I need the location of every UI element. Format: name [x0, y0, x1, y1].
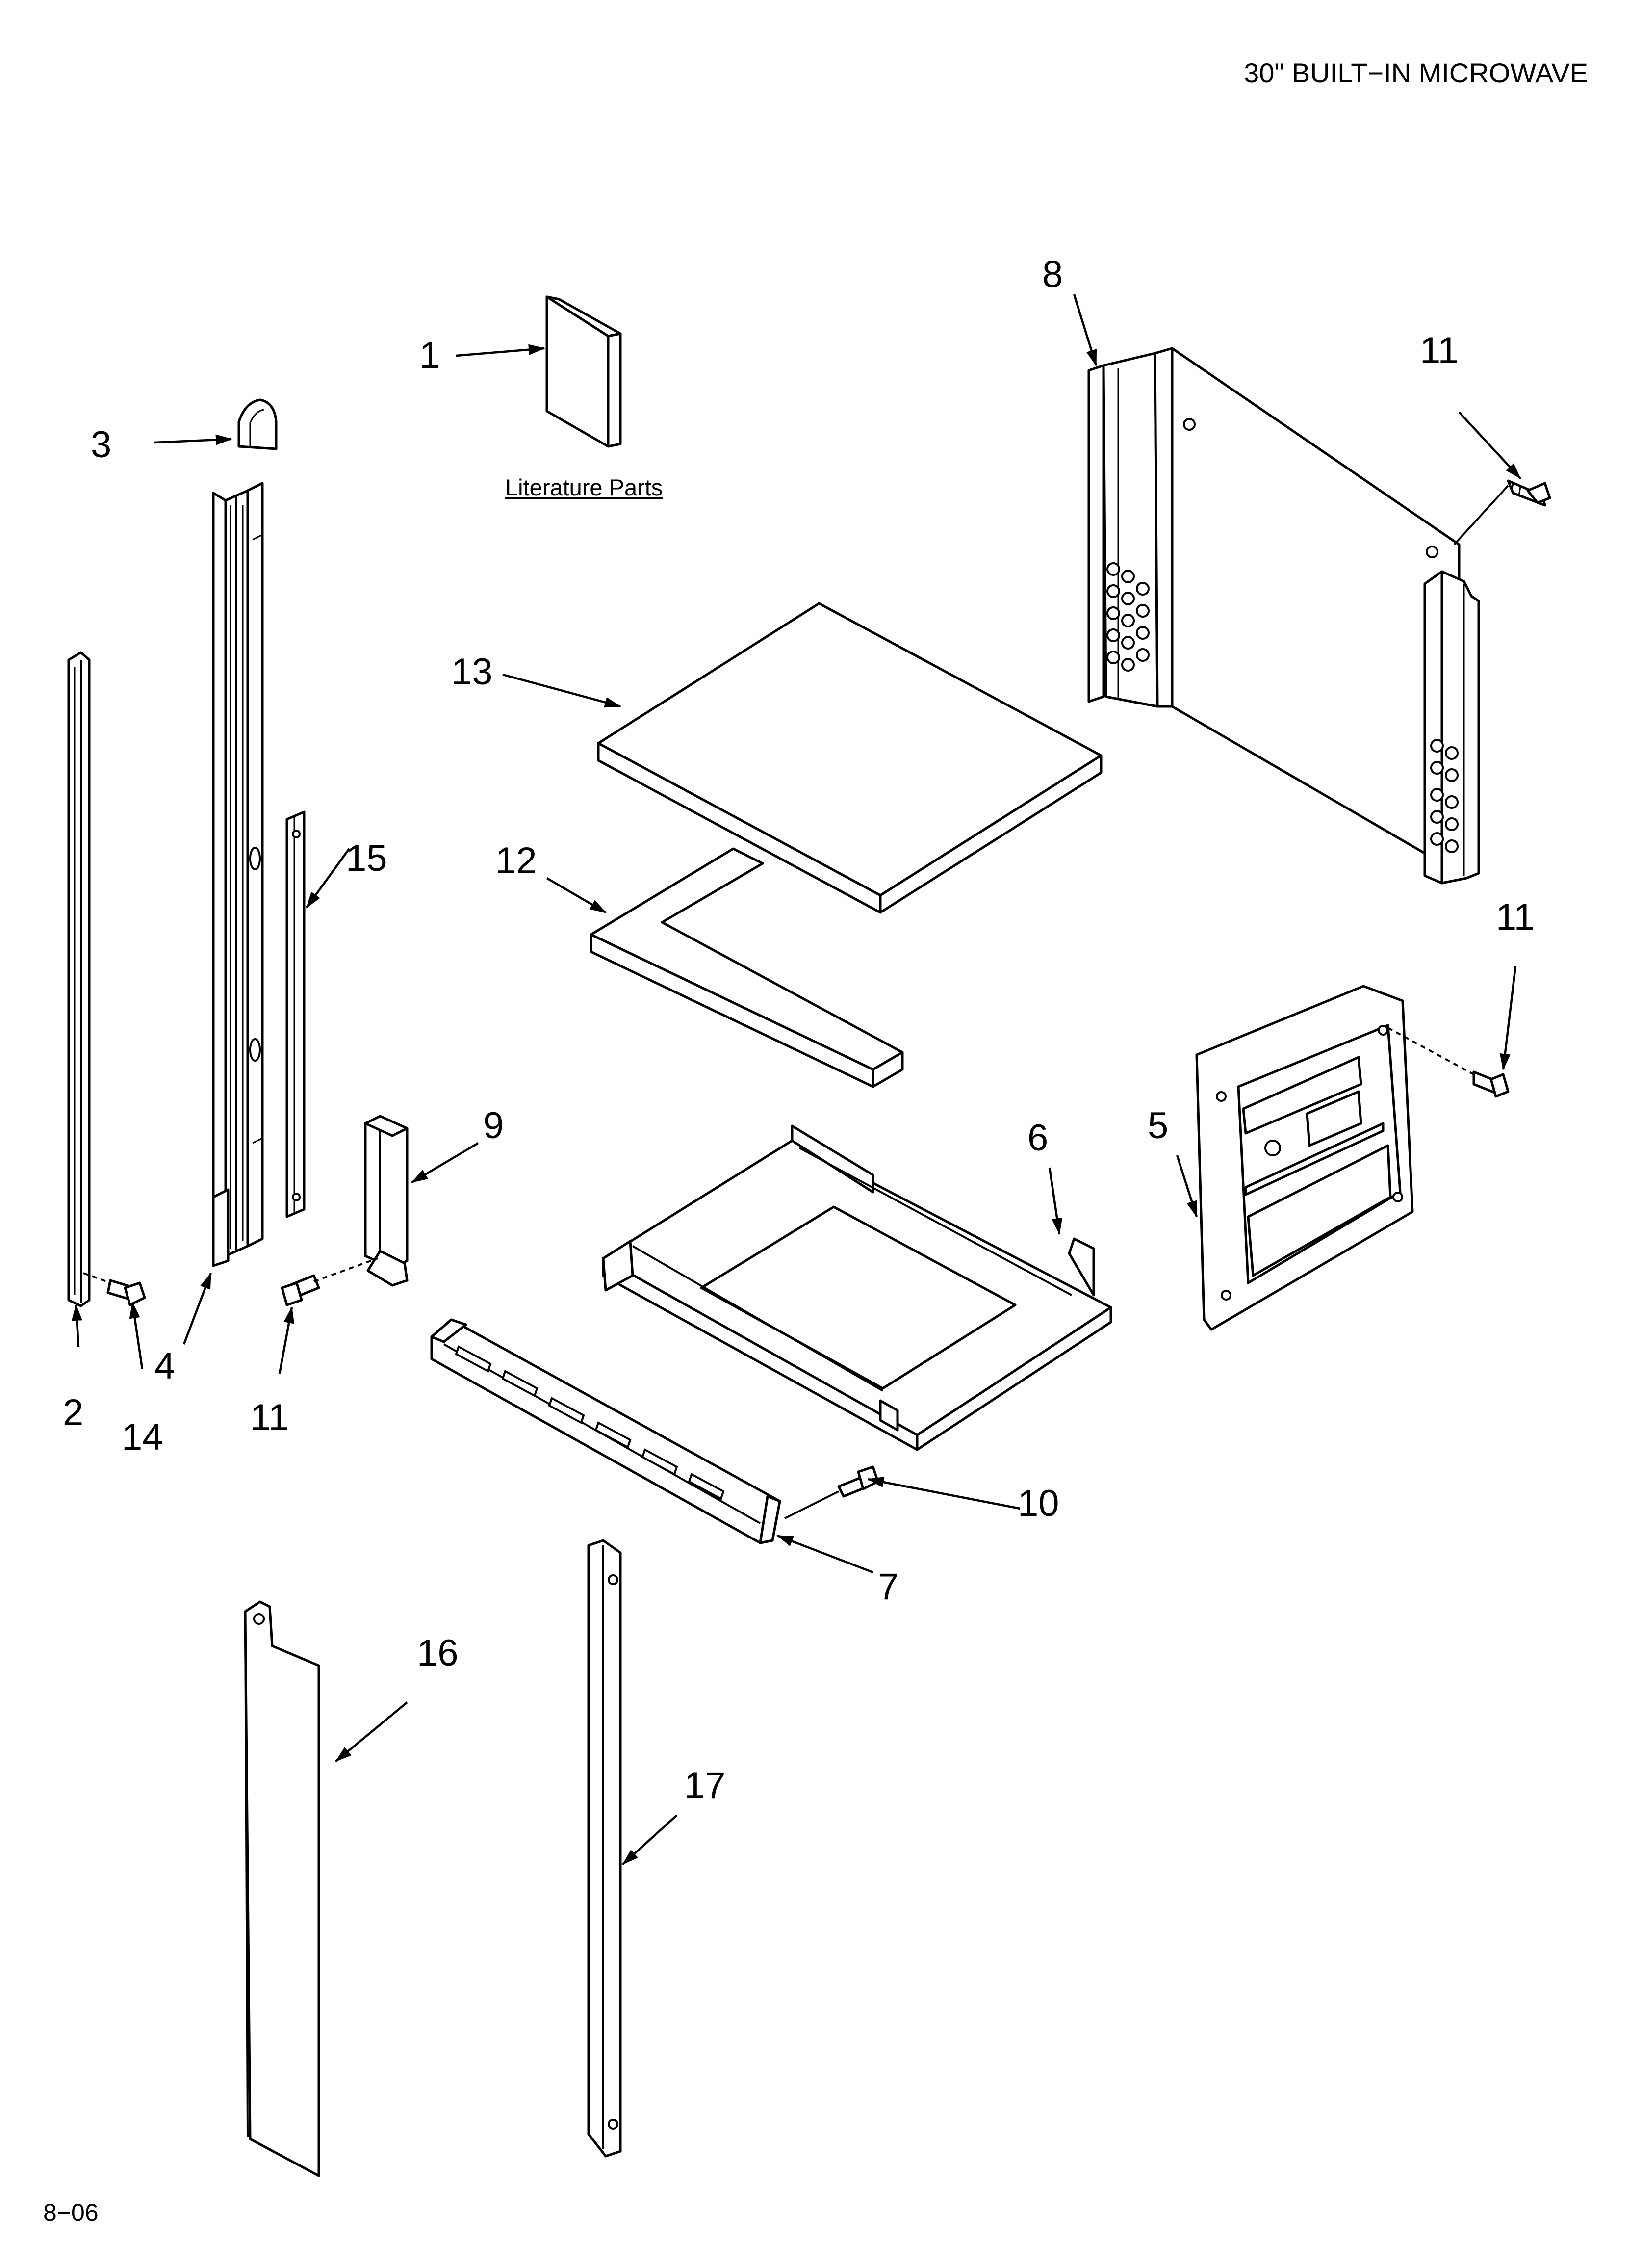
part-17-long-strip [587, 1539, 622, 2158]
part-3-end-cap [237, 398, 278, 450]
part-1-literature-booklet [545, 295, 622, 448]
callout-3: 3 [91, 424, 111, 466]
callout-2: 2 [63, 1392, 83, 1434]
callout-17: 17 [684, 1765, 726, 1806]
callout-15: 15 [346, 837, 387, 879]
part-13-top-panel [597, 602, 1103, 914]
callout-labels: 1 3 2 4 14 11 15 9 13 12 6 8 11 11 5 10 … [63, 254, 1535, 1806]
callout-10: 10 [1018, 1483, 1059, 1524]
part-15-narrow-strip [285, 810, 306, 1218]
callout-1: 1 [419, 335, 440, 376]
vent-holes-right [1430, 739, 1459, 853]
part-11-screw-mid [1387, 1027, 1510, 1098]
revision-code: 8−06 [43, 2199, 99, 2226]
callout-7: 7 [878, 1566, 898, 1608]
callout-11-left: 11 [250, 1397, 289, 1438]
part-2-vertical-trim [67, 651, 91, 1307]
vent-holes-left [1106, 562, 1150, 672]
part-6-bottom-tray [602, 1124, 1112, 1451]
callout-6: 6 [1027, 1117, 1048, 1159]
callout-11-mid: 11 [1496, 896, 1535, 938]
part-4-side-channel [212, 482, 264, 1267]
vent-slots [455, 1345, 725, 1500]
part-7-vented-trim [430, 1318, 781, 1544]
callout-11-top: 11 [1420, 330, 1459, 371]
part-11-screw-top [1453, 479, 1551, 546]
part-11-screw-left [281, 1257, 378, 1306]
part-14-screw [83, 1272, 146, 1306]
part-5-rear-bracket [1195, 985, 1414, 1331]
leader-lines [71, 294, 1521, 1865]
part-12-l-spacer [590, 847, 904, 1088]
callout-14: 14 [122, 1416, 163, 1458]
callout-12: 12 [495, 840, 537, 882]
part-9-small-bracket [364, 1115, 409, 1287]
callout-8: 8 [1042, 254, 1063, 295]
callout-9: 9 [483, 1105, 504, 1147]
callout-5: 5 [1148, 1105, 1168, 1147]
callout-4: 4 [154, 1345, 175, 1387]
diagram-header-title: 30" BUILT−IN MICROWAVE [1244, 57, 1588, 88]
callout-13: 13 [451, 651, 493, 693]
part-8-side-panel [1087, 347, 1480, 885]
part-16-angled-panel [244, 1600, 320, 2177]
part-10-screw [784, 1465, 879, 1519]
literature-parts-label: Literature Parts [505, 474, 663, 500]
callout-16: 16 [417, 1632, 459, 1674]
